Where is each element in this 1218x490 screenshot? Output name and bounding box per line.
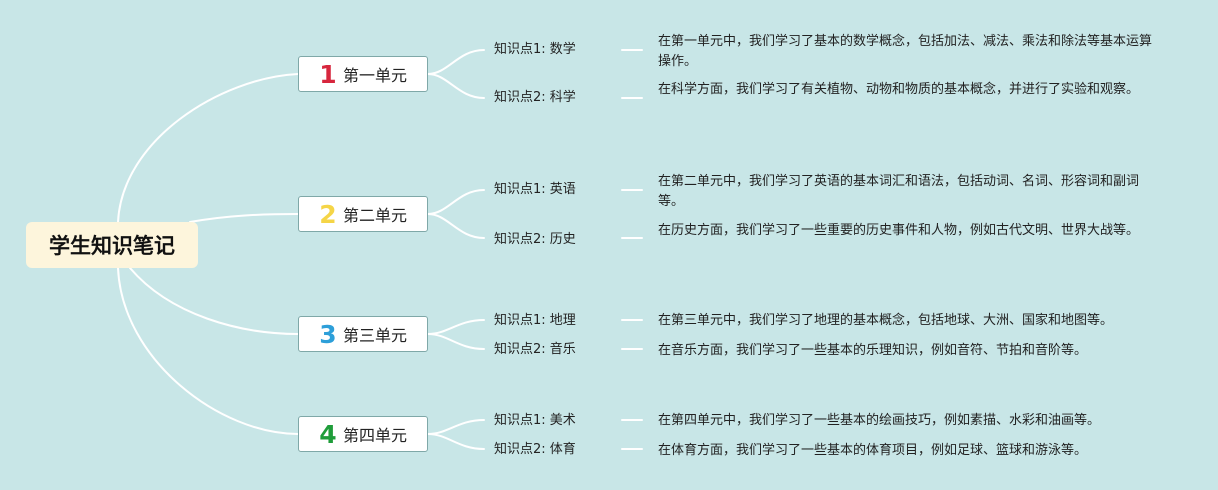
link-unit4-kp2 [427,433,485,450]
unit-number-4: 4 [319,419,337,449]
link-unit2-kp1 [427,189,485,215]
knowledge-point[interactable]: 知识点1: 地理 [494,313,576,328]
unit-number-3: 3 [319,319,337,349]
unit-number-1: 1 [319,59,337,89]
knowledge-point[interactable]: 知识点1: 美术 [494,413,576,428]
link-unit1-kp1 [427,49,485,75]
link-unit2-kp2 [427,213,485,239]
root-node[interactable]: 学生知识笔记 [26,222,198,268]
unit-number-2: 2 [319,199,337,229]
unit-node-4[interactable]: 4 第四单元 [298,416,428,452]
link-root-unit1 [117,73,299,223]
link-unit4-kp1 [427,419,485,435]
knowledge-point[interactable]: 知识点2: 科学 [494,90,576,105]
knowledge-description: 在科学方面，我们学习了有关植物、动物和物质的基本概念，并进行了实验和观察。 [658,82,1140,97]
unit-title-4: 第四单元 [343,426,408,445]
knowledge-point[interactable]: 知识点2: 音乐 [494,342,576,357]
knowledge-description: 在体育方面，我们学习了一些基本的体育项目，例如足球、篮球和游泳等。 [658,443,1088,458]
link-root-unit3 [129,267,299,335]
root-title: 学生知识笔记 [49,234,175,258]
knowledge-description: 在第二单元中，我们学习了英语的基本词汇和语法，包括动词、名词、形容词和副词等。 [658,174,1140,209]
link-root-unit4 [117,267,299,435]
link-unit3-kp1 [427,319,485,335]
unit-node-2[interactable]: 2 第二单元 [298,196,428,232]
knowledge-description: 在历史方面，我们学习了一些重要的历史事件和人物，例如古代文明、世界大战等。 [658,223,1140,238]
unit-title-3: 第三单元 [343,326,408,345]
link-unit1-kp2 [427,73,485,99]
knowledge-point[interactable]: 知识点1: 数学 [494,42,576,57]
link-unit3-kp2 [427,333,485,350]
unit-title-1: 第一单元 [343,66,408,85]
knowledge-point[interactable]: 知识点2: 历史 [494,232,576,247]
knowledge-point[interactable]: 知识点1: 英语 [494,182,576,197]
link-root-unit2 [189,213,299,223]
unit-node-1[interactable]: 1 第一单元 [298,56,428,92]
knowledge-description: 在音乐方面，我们学习了一些基本的乐理知识，例如音符、节拍和音阶等。 [658,343,1088,358]
knowledge-description: 在第三单元中，我们学习了地理的基本概念，包括地球、大洲、国家和地图等。 [658,313,1114,328]
knowledge-point[interactable]: 知识点2: 体育 [494,442,576,457]
unit-node-3[interactable]: 3 第三单元 [298,316,428,352]
unit-title-2: 第二单元 [343,206,408,225]
knowledge-description: 在第四单元中，我们学习了一些基本的绘画技巧，例如素描、水彩和油画等。 [658,413,1101,428]
knowledge-description: 在第一单元中，我们学习了基本的数学概念，包括加法、减法、乘法和除法等基本运算操作… [658,34,1153,69]
